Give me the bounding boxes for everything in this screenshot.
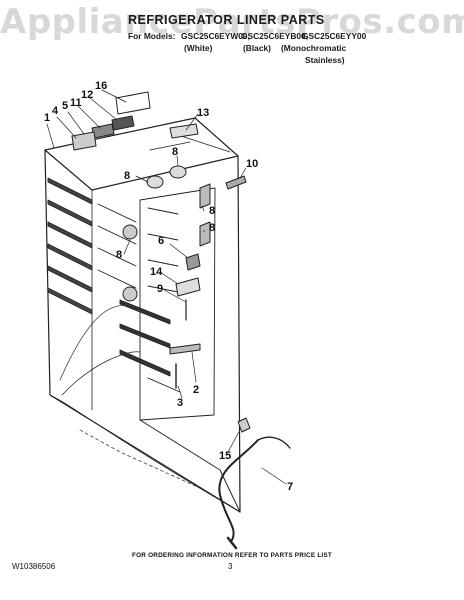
callout-5: 5 bbox=[62, 100, 68, 112]
leader-lines bbox=[46, 89, 287, 485]
callout-12: 12 bbox=[81, 89, 93, 101]
water-tube bbox=[218, 417, 291, 550]
callout-9: 9 bbox=[157, 283, 163, 295]
model-color-black: (Black) bbox=[243, 43, 271, 53]
callout-13: 13 bbox=[197, 107, 209, 119]
ordering-note: FOR ORDERING INFORMATION REFER TO PARTS … bbox=[132, 552, 332, 559]
model-color-stainless-line2: Stainless) bbox=[305, 55, 345, 65]
callout-8-top: 8 bbox=[172, 146, 178, 158]
model-number-black: GSC25C6EYB00, bbox=[241, 31, 309, 41]
callout-8-right-lower: 8 bbox=[209, 222, 215, 234]
left-wall-rails bbox=[47, 177, 137, 315]
callout-16: 16 bbox=[95, 80, 107, 92]
callout-labels: 16 12 11 5 4 1 13 8 10 8 8 8 6 8 14 9 2 … bbox=[44, 80, 293, 493]
model-number-white: GSC25C6EYW00, bbox=[181, 31, 250, 41]
callout-3: 3 bbox=[177, 397, 183, 409]
callout-8-left-lower: 8 bbox=[116, 249, 122, 261]
callout-2: 2 bbox=[193, 384, 199, 396]
document-number: W10386506 bbox=[12, 562, 56, 571]
liner-body bbox=[44, 117, 241, 513]
callout-1: 1 bbox=[44, 112, 50, 124]
models-prefix: For Models: bbox=[128, 31, 176, 41]
model-color-white: (White) bbox=[184, 43, 213, 53]
callout-8-right-upper: 8 bbox=[209, 205, 215, 217]
callout-6: 6 bbox=[158, 235, 164, 247]
page-number: 3 bbox=[228, 562, 233, 571]
callout-8-left-top: 8 bbox=[124, 170, 130, 182]
top-control-parts bbox=[71, 91, 199, 151]
page-title: REFRIGERATOR LINER PARTS bbox=[128, 13, 325, 27]
watermark-text: AppliancePartsPros.com bbox=[0, 2, 464, 42]
callout-11: 11 bbox=[70, 97, 82, 109]
rear-wall-rails bbox=[119, 207, 181, 393]
model-number-stainless: GSC25C6EYY00 bbox=[302, 31, 367, 41]
model-color-stainless-line1: (Monochromatic bbox=[281, 43, 347, 53]
callout-4: 4 bbox=[52, 105, 59, 117]
light-and-sensor-parts bbox=[122, 165, 247, 389]
callout-7: 7 bbox=[287, 481, 293, 493]
callout-15: 15 bbox=[219, 450, 231, 462]
callout-10: 10 bbox=[246, 158, 258, 170]
callout-14: 14 bbox=[150, 266, 163, 278]
